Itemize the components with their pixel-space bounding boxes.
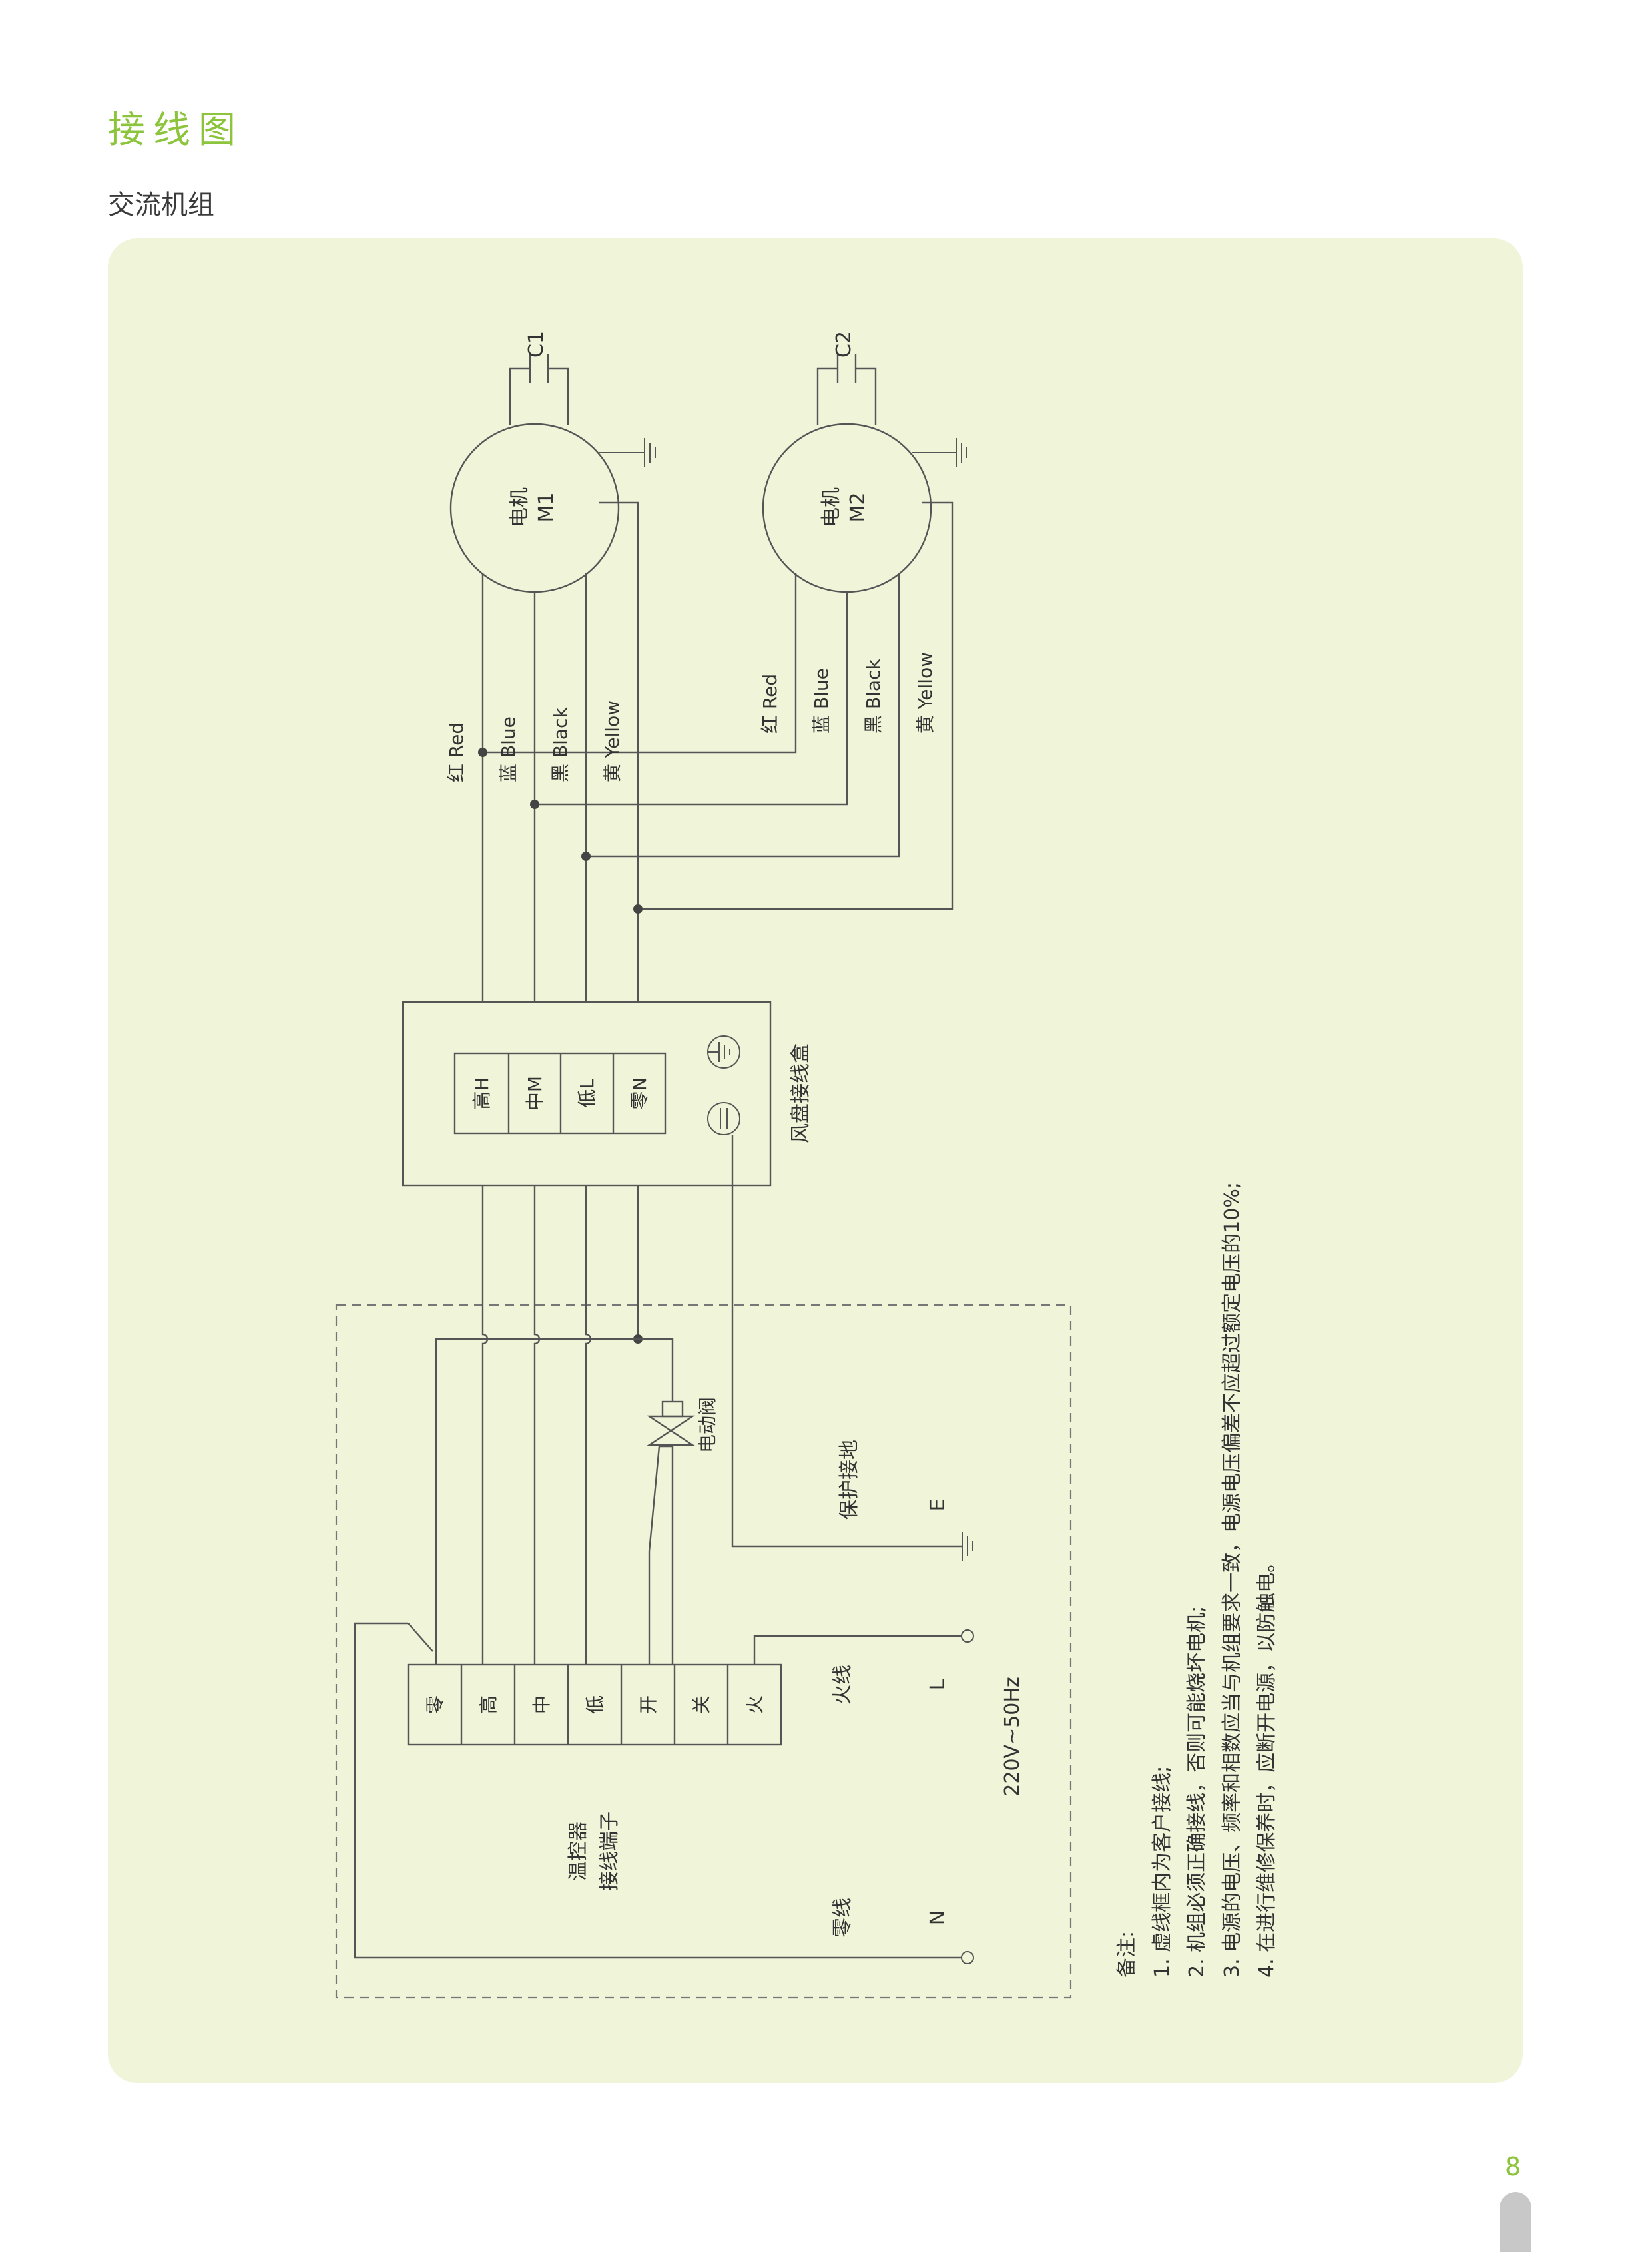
- m2-wire-yellow: 黄 Yellow: [914, 652, 936, 734]
- live-line-label: 火线: [831, 1665, 854, 1705]
- thermostat-label-line2: 接线端子: [598, 1811, 621, 1891]
- ground-terminal-in-box: [707, 1102, 740, 1135]
- electric-valve: 电动阀: [647, 1397, 718, 1453]
- motor-m1-name: 电机: [508, 487, 531, 527]
- motor-m2-name: 电机: [820, 487, 843, 527]
- thermostat-terminal-block: 零 高 中 低 开 关 火 温控器 接线端子: [407, 1663, 782, 1891]
- supply-voltage-label: 220V~50Hz: [1001, 1677, 1024, 1796]
- ground-symbol-m1: [599, 437, 656, 468]
- protective-earth-code: E: [926, 1499, 950, 1512]
- thermostat-terminal-neutral: 零: [424, 1695, 446, 1714]
- m2-wires: [478, 501, 954, 914]
- page-number: 8: [1505, 2152, 1521, 2181]
- electric-valve-label: 电动阀: [696, 1397, 718, 1453]
- diagram-panel: [108, 238, 1523, 2083]
- thermostat-terminal-mid: 中: [531, 1695, 553, 1714]
- customer-wiring-frame: [335, 1304, 1072, 1999]
- m1-wire-black: 黑 Black: [549, 707, 571, 782]
- thermostat-wires: [435, 1185, 674, 1665]
- thermostat-terminal-close: 关: [690, 1695, 712, 1714]
- capacitor-c2-label: C2: [832, 331, 856, 358]
- thermostat-terminal-live: 火: [744, 1695, 766, 1714]
- fan-box-label: 风盘接线盒: [789, 1043, 812, 1143]
- terminal-mid-m: 中M: [524, 1076, 546, 1111]
- thermostat-terminal-open: 开: [637, 1695, 659, 1714]
- m2-wire-blue: 蓝 Blue: [810, 668, 832, 734]
- neutral-line-code: N: [926, 1910, 950, 1925]
- earth-symbol-in-box: [707, 1035, 740, 1069]
- motor-m2: 电机 M2: [762, 423, 932, 593]
- notes: 备注: 1. 虚线框内为客户接线; 2. 机组必须正确接线，否则可能烧坏电机; …: [1115, 1182, 1278, 1978]
- neutral-line-label: 零线: [831, 1898, 854, 1938]
- terminal-low-l: 低L: [576, 1079, 598, 1108]
- live-line-code: L: [926, 1679, 950, 1690]
- m1-wires: [481, 501, 639, 1002]
- notes-item-3: 3. 电源的电压、频率和相数应当与机组要求一致，电源电压偏差不应超过额定电压的1…: [1221, 1182, 1244, 1978]
- m2-wire-red: 红 Red: [759, 674, 781, 734]
- motor-m1: 电机 M1: [449, 423, 620, 593]
- notes-item-4: 4. 在进行维修保养时，应断开电源，以防触电。: [1255, 1553, 1278, 1978]
- notes-item-2: 2. 机组必须正确接线，否则可能烧坏电机;: [1185, 1606, 1209, 1978]
- protective-earth-label: 保护接地: [838, 1440, 861, 1520]
- live-line: 火线 L: [753, 1629, 974, 1705]
- capacitor-c2: C2: [816, 331, 877, 425]
- terminal-high-h: 高H: [471, 1077, 493, 1109]
- m2-wire-black: 黑 Black: [862, 659, 884, 734]
- page-title: 接线图: [108, 109, 244, 152]
- thermostat-terminal-high: 高: [477, 1695, 499, 1714]
- notes-item-1: 1. 虚线框内为客户接线;: [1151, 1766, 1174, 1978]
- ground-symbol-m2: [912, 437, 967, 468]
- m1-wire-red: 红 Red: [445, 722, 467, 782]
- m1-wire-labels: 红 Red 蓝 Blue 黑 Black 黄 Yellow: [445, 701, 623, 782]
- m1-wire-yellow: 黄 Yellow: [601, 701, 623, 782]
- terminal-neutral-n: 零N: [629, 1077, 651, 1110]
- notes-title: 备注:: [1115, 1931, 1139, 1978]
- motor-m2-id: M2: [846, 493, 870, 523]
- thermostat-terminal-low: 低: [584, 1695, 606, 1714]
- capacitor-c1: C1: [509, 331, 569, 425]
- capacitor-c1-label: C1: [525, 331, 548, 358]
- protective-earth: 保护接地 E: [731, 1135, 973, 1561]
- m1-wire-blue: 蓝 Blue: [497, 716, 519, 782]
- neutral-line: 零线 N: [354, 1622, 974, 1964]
- m2-wire-labels: 红 Red 蓝 Blue 黑 Black 黄 Yellow: [759, 652, 936, 734]
- fan-coil-junction-box: 高H 中M 低L 零N 风盘接线盒: [402, 1001, 812, 1187]
- section-title: 交流机组: [108, 190, 214, 220]
- thermostat-label-line1: 温控器: [567, 1821, 590, 1881]
- motor-m1-id: M1: [535, 493, 558, 523]
